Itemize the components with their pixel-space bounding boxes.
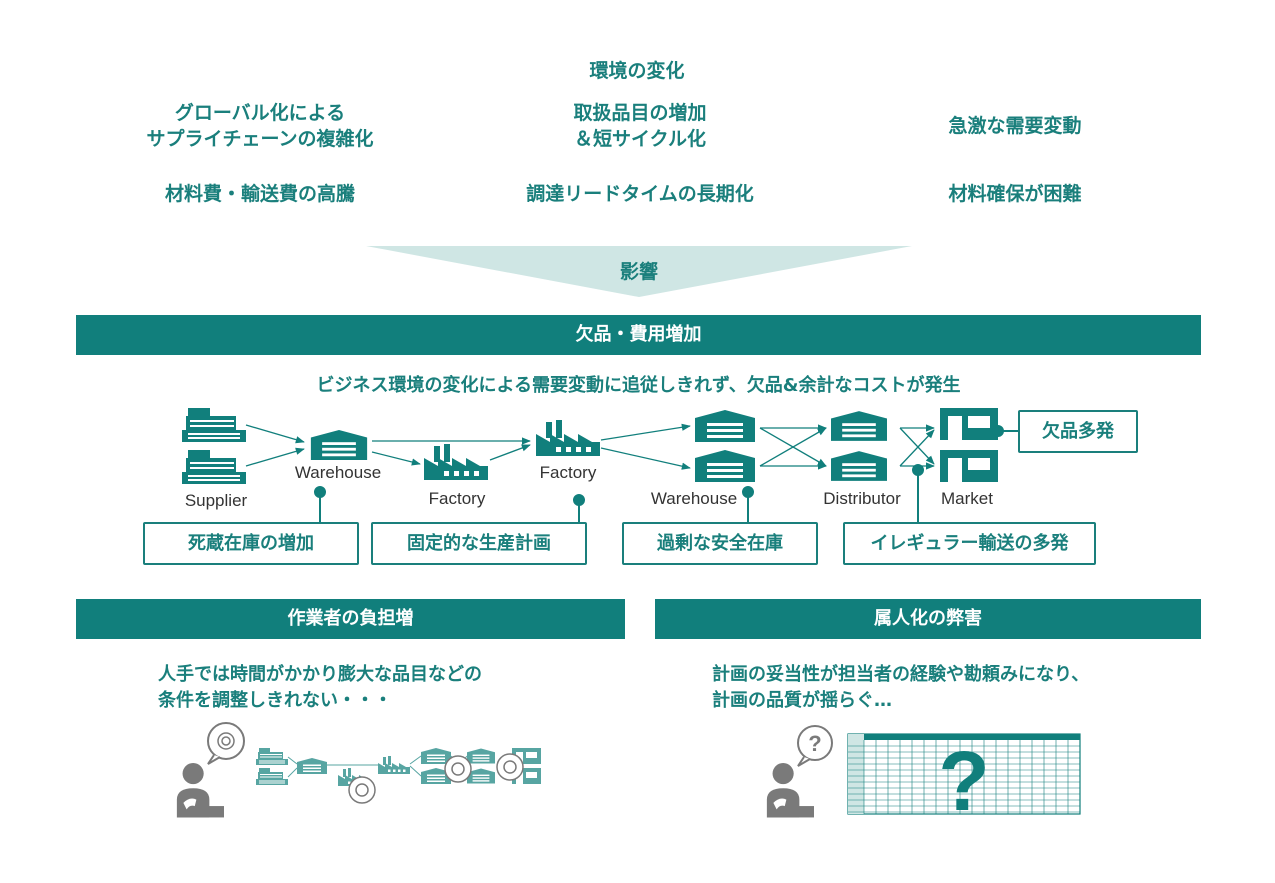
svg-text:?: ? — [808, 731, 821, 756]
dependency-description: 計画の妥当性が担当者の経験や勘頼みになり、 計画の品質が揺らぐ… — [712, 662, 1192, 714]
question-thought-bubble-icon: ? — [797, 725, 833, 767]
flow-arrow — [489, 444, 531, 461]
shortage-subtitle: ビジネス環境の変化による需要変動に追従しきれず、欠品&余計なコストが発生 — [316, 375, 961, 396]
issue-dead-stock: 死蔵在庫の増加 — [143, 522, 359, 565]
node-label-market: Market — [941, 489, 993, 508]
cause-line: 材料費・輸送費の高騰 — [164, 183, 355, 205]
confused-thought-bubble-icon — [207, 722, 245, 765]
dependency-line: 計画の妥当性が担当者の経験や勘頼みになり、 — [712, 664, 1090, 685]
cause-item-increase: 取扱品目の増加 ＆短サイクル化 — [490, 100, 790, 152]
cause-line: サプライチェーンの複雑化 — [146, 128, 374, 150]
node-label-warehouse: Warehouse — [650, 489, 738, 508]
cause-cost-rise: 材料費・輸送費の高騰 — [110, 181, 410, 207]
connector-dot — [992, 425, 1004, 437]
issue-irregular-transport: イレギュラー輸送の多発 — [843, 522, 1096, 565]
dependency-header-text: 属人化の弊害 — [874, 608, 982, 629]
flow-arrow — [600, 447, 691, 470]
cause-demand-fluctuation: 急激な需要変動 — [865, 113, 1165, 139]
shortage-header-text: 欠品・費用増加 — [575, 324, 702, 345]
dependency-line: 計画の品質が揺らぐ… — [712, 690, 892, 711]
cause-line: 調達リードタイムの長期化 — [526, 183, 754, 205]
flow-arrow — [245, 424, 305, 444]
cause-line: グローバル化による — [174, 102, 346, 124]
issue-stockouts: 欠品多発 — [1018, 410, 1138, 453]
cause-line: 取扱品目の増加 — [573, 102, 707, 124]
environment-title: 環境の変化 — [589, 60, 685, 82]
connector-dot — [573, 494, 585, 506]
workload-description: 人手では時間がかかり膨大な品目などの 条件を調整しきれない・・・ — [158, 662, 578, 714]
workload-line: 人手では時間がかかり膨大な品目などの — [158, 664, 482, 685]
flow-arrows — [245, 423, 935, 470]
plan-spreadsheet-icon: ? — [847, 733, 1081, 828]
issue-fixed-plan: 固定的な生産計画 — [371, 522, 587, 565]
cause-line: 材料確保が困難 — [948, 183, 1082, 205]
flow-arrow — [899, 429, 935, 467]
cause-material-shortage: 材料確保が困難 — [865, 181, 1165, 207]
dependency-header: 属人化の弊害 — [655, 599, 1201, 639]
cause-line: 急激な需要変動 — [948, 115, 1082, 137]
cause-line: ＆短サイクル化 — [573, 128, 707, 150]
workload-header-text: 作業者の負担増 — [287, 608, 414, 629]
connector-dot — [912, 464, 924, 476]
cause-lead-time: 調達リードタイムの長期化 — [490, 181, 790, 207]
shortage-header: 欠品・費用増加 — [76, 315, 1201, 355]
issue-excess-safety-stock: 過剰な安全在庫 — [622, 522, 818, 565]
workload-header: 作業者の負担増 — [76, 599, 625, 639]
flow-arrow — [600, 423, 691, 441]
planner-person-icon — [766, 763, 814, 818]
impact-label: 影響 — [619, 261, 658, 283]
cause-globalization: グローバル化による サプライチェーンの複雑化 — [110, 100, 410, 152]
flow-arrow — [899, 427, 935, 465]
node-label-warehouse: Warehouse — [294, 463, 382, 482]
node-label-factory: Factory — [428, 489, 486, 508]
node-label-distributor: Distributor — [823, 489, 901, 508]
workload-line: 条件を調整しきれない・・・ — [158, 690, 392, 711]
flow-arrow — [759, 427, 827, 467]
flow-arrow — [371, 451, 421, 466]
node-label-factory: Factory — [539, 463, 597, 482]
impact-arrow-shape — [366, 246, 912, 297]
issue-connectors — [314, 425, 1018, 522]
connector-dot — [314, 486, 326, 498]
node-label-supplier: Supplier — [184, 491, 248, 510]
connector-dot — [742, 486, 754, 498]
question-mark-icon: ? — [938, 734, 989, 828]
confusion-scribble-icons — [348, 753, 524, 804]
flow-arrow — [245, 447, 305, 467]
